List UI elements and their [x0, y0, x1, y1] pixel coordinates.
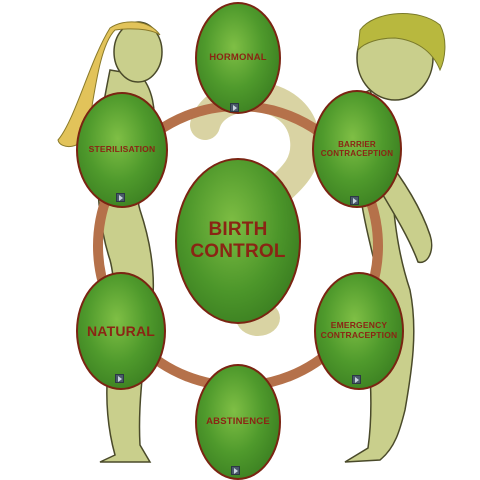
hormonal-label: HORMONAL — [209, 51, 267, 63]
node-barrier-contraception[interactable]: BARRIER CONTRACEPTION — [312, 90, 402, 208]
center-line2: CONTROL — [190, 241, 286, 262]
hormonal-nav-button[interactable] — [230, 103, 239, 112]
node-abstinence[interactable]: ABSTINENCE — [195, 364, 281, 480]
woman-figure — [96, 21, 163, 463]
node-emergency-contraception[interactable]: EMERGENCY CONTRACEPTION — [314, 272, 404, 390]
emergency-line2: CONTRACEPTION — [320, 330, 398, 340]
barrier-line2: CONTRACEPTION — [320, 149, 394, 158]
natural-label: NATURAL — [86, 322, 156, 339]
abstinence-label: ABSTINENCE — [206, 415, 270, 427]
node-natural[interactable]: NATURAL — [76, 272, 166, 390]
abstinence-nav-button[interactable] — [231, 466, 240, 475]
center-birth-control[interactable]: BIRTH CONTROL — [175, 158, 301, 324]
sterilisation-nav-button[interactable] — [116, 193, 125, 202]
woman-hair — [57, 21, 161, 148]
man-figure — [344, 15, 434, 463]
barrier-line1: BARRIER — [338, 139, 376, 149]
barrier-nav-button[interactable] — [350, 196, 359, 205]
emergency-nav-button[interactable] — [352, 375, 361, 384]
sterilisation-label: STERILISATION — [88, 144, 156, 155]
center-line1: BIRTH — [208, 219, 268, 241]
emergency-line1: EMERGENCY — [330, 320, 388, 331]
node-sterilisation[interactable]: STERILISATION — [76, 92, 168, 208]
natural-nav-button[interactable] — [115, 374, 124, 383]
man-hair — [357, 13, 446, 72]
node-hormonal[interactable]: HORMONAL — [195, 2, 281, 114]
